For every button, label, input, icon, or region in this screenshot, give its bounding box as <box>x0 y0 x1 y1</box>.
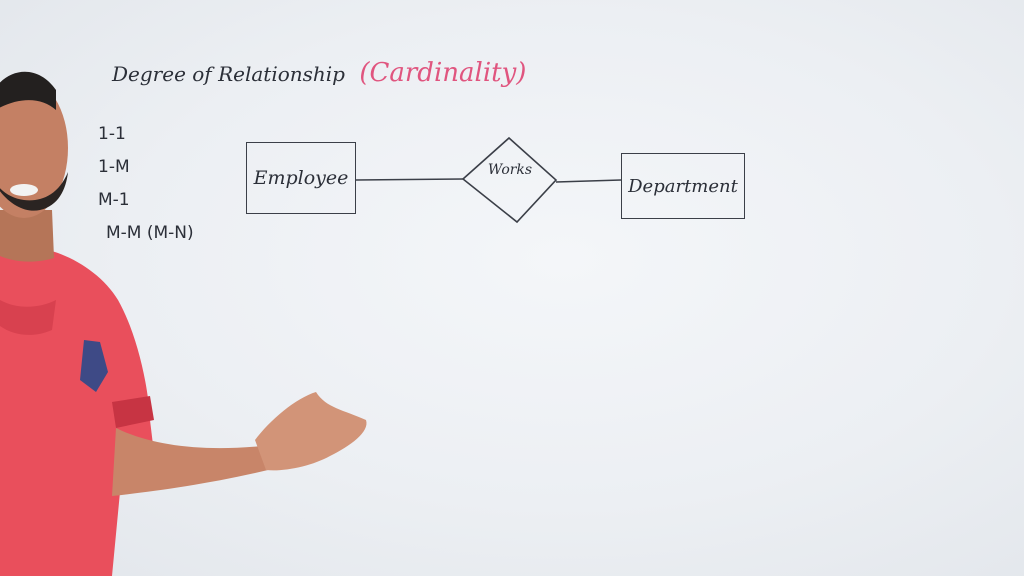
board-title: Degree of Relationship (Cardinality) <box>112 58 526 88</box>
entity-department-label: Department <box>628 175 738 197</box>
cardinality-item: M-M (M-N) <box>106 223 194 243</box>
cardinality-item: 1-1 <box>98 124 126 144</box>
title-subtitle: (Cardinality) <box>359 58 527 88</box>
entity-department: Department <box>621 153 745 219</box>
cardinality-item: 1-M <box>98 157 130 177</box>
cardinality-list: 1-1 1-M M-1 M-M (M-N) <box>98 118 194 250</box>
cardinality-item: M-1 <box>98 190 130 210</box>
entity-employee-label: Employee <box>253 167 349 189</box>
relationship-label: Works <box>487 162 533 178</box>
title-text: Degree of Relationship <box>112 62 345 86</box>
entity-employee: Employee <box>246 142 356 214</box>
